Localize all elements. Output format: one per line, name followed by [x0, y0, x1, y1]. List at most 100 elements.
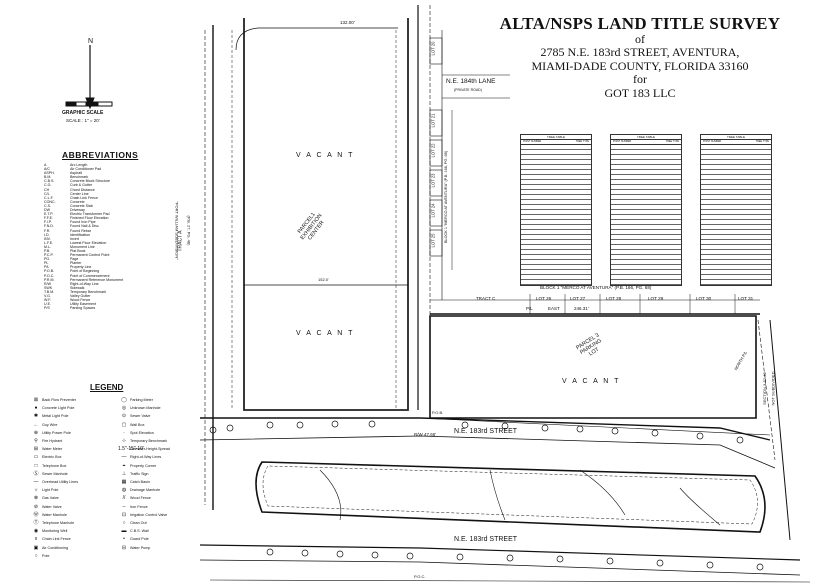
title-address-1: 2785 N.E. 183rd STREET, AVENTURA,: [540, 45, 740, 60]
legend-symbol-icon: ☼: [33, 487, 39, 494]
legend-panel: LEGEND ⊠Back Flow Preventer●Concrete Lig…: [30, 383, 198, 560]
abbreviation-row: U.E.Utility Easement: [44, 302, 194, 306]
abbreviation-key: F.N.D.: [44, 224, 54, 229]
abbreviation-value: Concrete Block Structure: [70, 179, 110, 184]
abbreviation-value: Curb & Gutter: [70, 183, 93, 188]
legend-label: Right-of-Way Lines: [130, 455, 162, 460]
legend-item: ○Clean Out: [118, 519, 198, 527]
legend-item: ⊡Irrigation Control Valve: [118, 511, 198, 519]
legend-symbol-icon: —: [33, 479, 39, 486]
abbreviation-row: CONC.Concrete: [44, 200, 194, 204]
abbreviation-key: U.E.: [44, 302, 51, 307]
abbreviation-row: P.B.Plat Book: [44, 249, 194, 253]
poc-label: P.O.C.: [414, 574, 426, 579]
legend-symbol-icon: ◍: [121, 487, 127, 494]
legend-symbol-icon: x: [34, 536, 38, 543]
title-block: ALTA/NSPS LAND TITLE SURVEY of 2785 N.E.…: [490, 14, 790, 100]
abbreviation-value: Air Conditioner Pad: [70, 167, 102, 172]
legend-symbol-icon: ←: [33, 421, 39, 428]
title-of: of: [635, 32, 645, 47]
abbreviation-row: P.R.M.Permanent Reference Monument: [44, 278, 194, 282]
abbreviation-value: Right-of-Way Line: [70, 281, 99, 286]
legend-label: Unknown Manhole: [130, 406, 161, 411]
abbreviation-value: Page: [70, 257, 79, 262]
legend-label: Iron Fence: [130, 504, 148, 509]
legend-item: ○Pole: [30, 552, 110, 560]
abbreviation-key: PL: [44, 261, 49, 266]
vacant-south-label: V A C A N T: [296, 330, 355, 337]
tree-table-col-2: TREE TYPE: [755, 140, 769, 143]
abbreviation-key: C.B.S.: [44, 179, 55, 184]
abbreviation-row: V.G.Valley Gutter: [44, 294, 194, 298]
north-arrow-icon: N: [88, 38, 94, 45]
legend-label: Temporary Benchmark: [130, 439, 168, 444]
legend-symbol-icon: Ⓣ: [33, 520, 39, 527]
abbreviation-value: Property Line: [70, 265, 92, 270]
abbreviation-value: Arc Length: [70, 163, 88, 167]
legend-symbol-icon: ⊠: [33, 397, 39, 403]
block1-label: BLOCK 1 "MERCO AT AVENTURA" (P.B. 166, P…: [540, 285, 652, 290]
legend-symbol-icon: ⊕: [33, 429, 39, 436]
legend-symbol-icon: ◯: [121, 397, 127, 403]
legend-label: Water Valve: [42, 504, 62, 509]
abbreviation-key: B.M.: [44, 175, 52, 180]
abbreviation-row: T.B.M.Temporary Benchmark: [44, 290, 194, 294]
legend-symbol-icon: ✱: [33, 413, 39, 420]
abbreviation-row: W.F.Wood Fence: [44, 298, 194, 302]
tract-a-pb: (P.B. 27, PG. 48): [186, 215, 192, 246]
legend-symbol-icon: ⊙: [121, 413, 127, 420]
abbreviation-key: INV.: [44, 236, 51, 241]
ne-184-private-label: (PRIVATE ROAD): [454, 88, 482, 92]
legend-item: --Iron Fence: [118, 503, 198, 511]
abbreviation-row: M.L. Monument Line: [44, 245, 194, 249]
tree-table-col-1: POINT NUMBER: [613, 140, 632, 143]
east-label: EAST: [548, 306, 560, 311]
legend-item: ⊙Sewer Valve: [118, 412, 198, 420]
legend-symbol-icon: ▭: [33, 454, 39, 461]
abbreviation-row: F.R. Found Rebar: [44, 229, 194, 233]
pl-label: P/L: [526, 306, 533, 311]
legend-label: Irrigation Control Valve: [130, 512, 168, 517]
legend-item: ◍Drainage Manhole: [118, 486, 198, 494]
legend-symbol-icon: —: [121, 454, 127, 461]
abbreviation-key: F.R.: [44, 228, 51, 233]
legend-symbol-icon: ◉: [33, 528, 39, 535]
legend-label: C.B.S. Wall: [130, 529, 149, 534]
abbreviation-key: V.G.: [44, 294, 51, 298]
abbreviation-row: C.S.Concrete Slab: [44, 204, 194, 208]
abbreviation-key: M.L.: [44, 244, 51, 249]
abbreviation-value: Center Line: [70, 191, 89, 196]
legend-label: Concrete Light Pole: [42, 406, 75, 411]
abbreviation-row: P.C.P.Permanent Control Point: [44, 253, 194, 257]
legend-label: Telephone Manhole: [42, 521, 75, 526]
abbreviation-key: P.R.M.: [44, 277, 55, 282]
graphic-scale-text: SCALE : 1" = 20': [66, 118, 100, 123]
ne-183-north-label: N.E. 183rd STREET: [454, 428, 518, 435]
abbreviation-value: Found Rebar: [70, 228, 91, 233]
legend-symbol-icon: ⊗: [33, 495, 39, 502]
legend-label: Back Flow Preventer: [42, 398, 77, 402]
legend-symbol-icon: ⊥: [121, 470, 127, 477]
lot-label: LOT 25: [430, 233, 436, 248]
legend-item: ⌖Property Corner: [118, 462, 198, 470]
abbreviation-value: Monument Line: [70, 244, 95, 249]
abbreviation-row: L.F.E.Lowest Floor Elevation: [44, 241, 194, 245]
tract-a-ref: "PORT WILLIAM SUBDIVISION": [174, 201, 180, 260]
lot-label: LOT 27: [570, 296, 586, 301]
legend-symbol-icon: ⊡: [121, 511, 127, 518]
legend-item: ▬C.B.S. Wall: [118, 527, 198, 535]
abbreviation-key: CONC.: [44, 199, 56, 204]
abbreviation-row: C.L.F.Chain Link Fence: [44, 196, 194, 200]
legend-label: Traffic Sign: [130, 471, 149, 476]
legend-label: Water Manhole: [42, 512, 67, 517]
legend-label: Fire Hydrant: [42, 439, 63, 444]
abbreviation-value: Parking Spaces: [70, 306, 96, 311]
legend-symbol-icon: ○: [34, 552, 38, 559]
abbreviation-row: F.F.E.Finished Floor Elevation: [44, 216, 194, 220]
